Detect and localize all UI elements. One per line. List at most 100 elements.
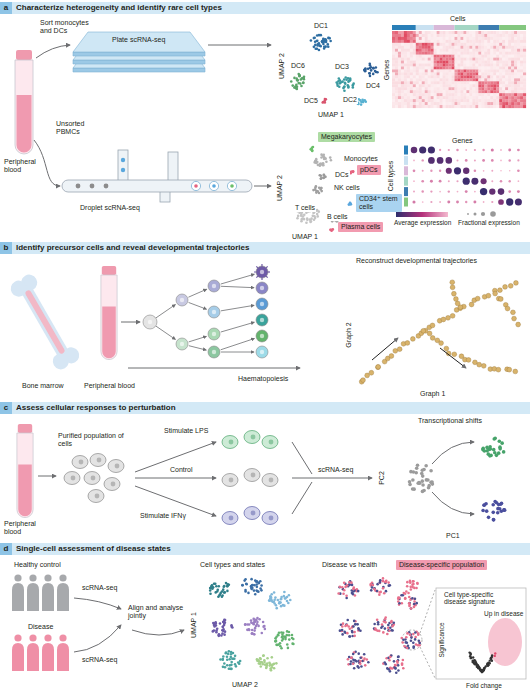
heatmap-cell (475, 102, 478, 105)
cell-cluster (290, 73, 305, 91)
heatmap-cell (416, 49, 419, 52)
heatmap-cell (416, 96, 419, 99)
cell-dot (314, 160, 317, 163)
cell-dot (223, 585, 226, 588)
heatmap-cell (481, 75, 484, 78)
heatmap-cell (446, 70, 449, 73)
heatmap-cell (502, 75, 505, 78)
heatmap-cell (517, 40, 520, 43)
heatmap-cell (514, 81, 517, 84)
expression-dot (463, 168, 469, 174)
heatmap-cell (419, 84, 422, 87)
heatmap-cell (452, 105, 455, 108)
heatmap-cell (475, 81, 478, 84)
heatmap-cell (398, 64, 401, 67)
heatmap-cell (392, 34, 395, 37)
heatmap-cell (458, 67, 461, 70)
heatmap-cell (478, 96, 481, 99)
heatmap-cell (460, 72, 463, 75)
lineage-arrow (189, 302, 207, 309)
cell-cluster (481, 436, 505, 457)
heatmap-cell (443, 81, 446, 84)
heatmap-cell (511, 93, 514, 96)
heatmap-cell (443, 78, 446, 81)
cell-dot (374, 70, 377, 73)
heatmap-cell (463, 49, 466, 52)
heatmap-cell (493, 87, 496, 90)
cell-dot (320, 187, 323, 190)
heatmap-cell (392, 61, 395, 64)
cell-dot (444, 346, 449, 351)
cell-dot (481, 363, 486, 368)
heatmap-cell (514, 46, 517, 49)
cell-dot (493, 291, 498, 296)
heatmap-cell (481, 78, 484, 81)
cell-dot (492, 518, 496, 522)
cell-dot (369, 64, 372, 67)
heatmap-cell (398, 40, 401, 43)
heatmap-cell (508, 58, 511, 61)
shape-circle (50, 350, 72, 372)
heatmap-cell (413, 96, 416, 99)
cell-dot (250, 588, 253, 591)
heatmap-cell (517, 61, 520, 64)
heatmap-cell (425, 64, 428, 67)
heatmap-cell (434, 55, 437, 58)
heatmap-cell (484, 96, 487, 99)
heatmap-cell (398, 84, 401, 87)
heatmap-cell (505, 105, 508, 108)
cell-dot (209, 589, 212, 592)
heatmap-cell (395, 84, 398, 87)
heatmap-cell (514, 55, 517, 58)
heatmap-cell (428, 81, 431, 84)
cell-dot (300, 85, 303, 88)
heatmap-cell (440, 105, 443, 108)
heatmap-cell (484, 40, 487, 43)
heatmap-cell (493, 67, 496, 70)
expression-dot (439, 191, 441, 193)
heatmap-cell (392, 70, 395, 73)
heatmap-cell (496, 96, 499, 99)
heatmap-cell (502, 43, 505, 46)
heatmap-cell (505, 37, 508, 40)
heatmap-cell (419, 96, 422, 99)
cell-dot (282, 604, 285, 607)
heatmap-cell (481, 87, 484, 90)
heatmap-cell (413, 49, 416, 52)
heatmap-cell (392, 40, 395, 43)
heatmap-cell (398, 102, 401, 105)
heatmap-cell (490, 84, 493, 87)
heatmap-cell (455, 96, 458, 99)
cell-dot (425, 478, 429, 482)
cell-dot (283, 591, 286, 594)
nucleus (260, 334, 264, 338)
heatmap-cell (481, 72, 484, 75)
heatmap-cell (407, 52, 410, 55)
cell-dot (421, 468, 425, 472)
heatmap-cell (407, 37, 410, 40)
cell-dot (312, 212, 315, 215)
cell-dot (451, 291, 456, 296)
cell-dot (344, 81, 347, 84)
heatmap-cell (437, 105, 440, 108)
cell-dot (430, 336, 435, 341)
heatmap-cell (490, 105, 493, 108)
cell (104, 478, 120, 491)
heatmap-cell (517, 55, 520, 58)
heatmap-cell (407, 96, 410, 99)
heatmap-cell (487, 49, 490, 52)
heatmap-cell (484, 58, 487, 61)
heatmap-cell (401, 90, 404, 93)
cell-dot (218, 594, 221, 597)
lineage-arrow (221, 322, 255, 332)
heatmap-cell (490, 67, 493, 70)
heatmap-cell (395, 52, 398, 55)
heatmap-cell (520, 49, 523, 52)
expression-dot (500, 180, 503, 183)
heatmap-cell (502, 102, 505, 105)
cell-dot (511, 310, 516, 315)
cell-dot (325, 98, 328, 101)
cell-dot (421, 490, 425, 494)
heatmap-cell (520, 81, 523, 84)
expression-dot (480, 188, 487, 195)
